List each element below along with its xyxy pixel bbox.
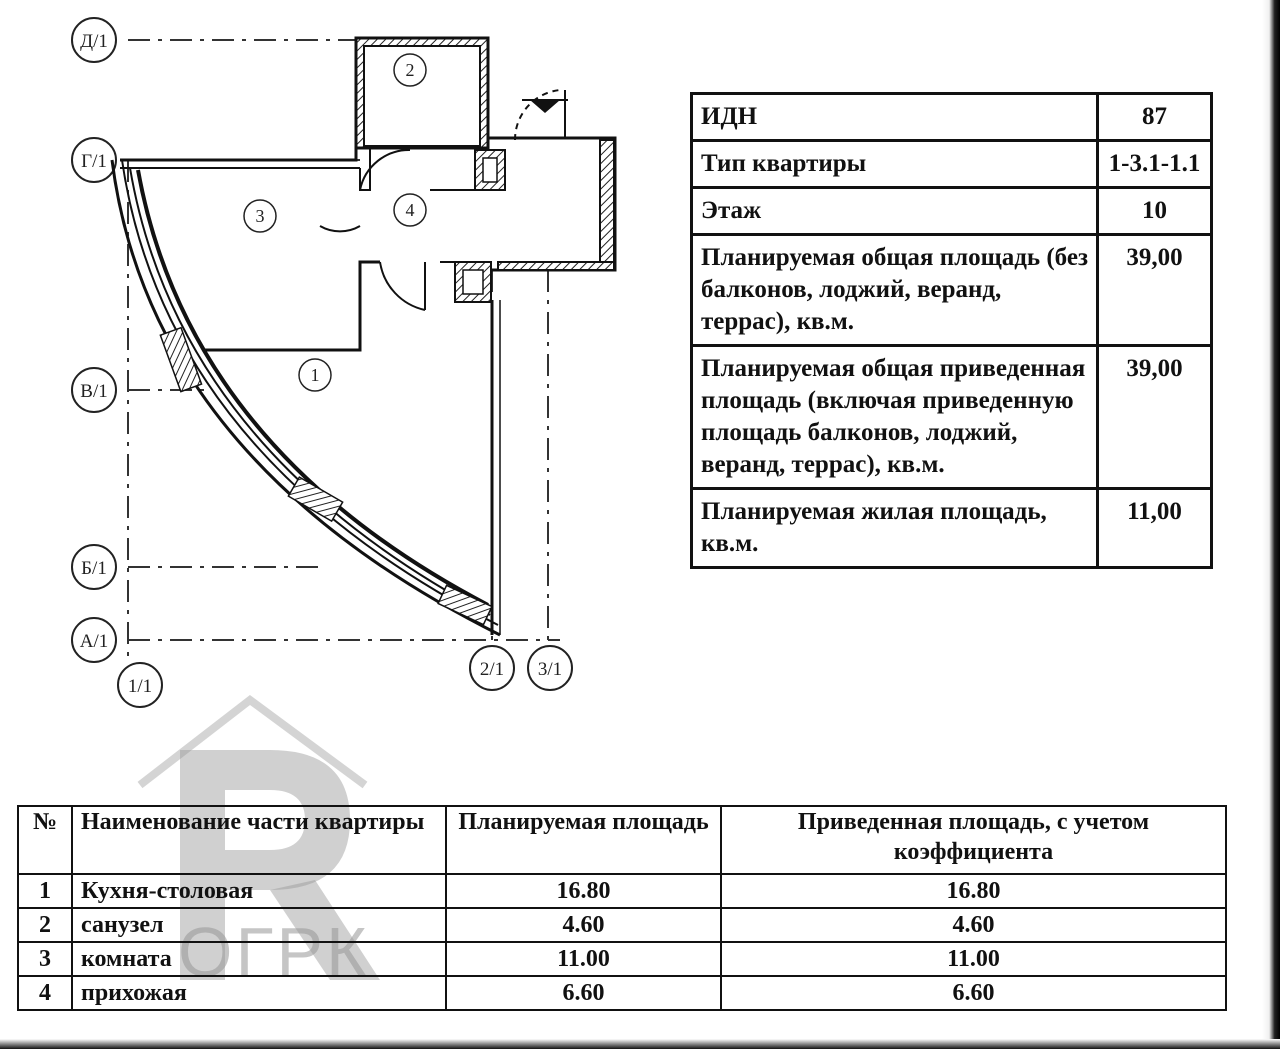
row-reduced-area: 11.00: [720, 941, 1227, 977]
info-row: Планируемая жилая площадь, кв.м. 11,00: [690, 487, 1213, 569]
row-planned-area: 4.60: [445, 907, 722, 943]
row-part-name: прихожая: [71, 975, 447, 1011]
info-value: 39,00: [1096, 233, 1213, 347]
row-part-name: Кухня-столовая: [71, 873, 447, 909]
info-value: 10: [1096, 186, 1213, 236]
row-number: 3: [17, 941, 73, 977]
room-number-4: 4: [406, 200, 415, 220]
header-reduced-area: Приведенная площадь, с учетом коэффициен…: [720, 805, 1227, 875]
table-row: 2 санузел 4.60 4.60: [17, 907, 1227, 943]
table-header-row: № Наименование части квартиры Планируема…: [17, 805, 1227, 875]
axis-label-a: А/1: [80, 631, 109, 652]
row-reduced-area: 4.60: [720, 907, 1227, 943]
room-number-3: 3: [256, 206, 265, 226]
room-number-1: 1: [311, 365, 320, 385]
header-planned-area: Планируемая площадь: [445, 805, 722, 875]
row-reduced-area: 16.80: [720, 873, 1227, 909]
apartment-info-table: ИДН 87 Тип квартиры 1-3.1-1.1 Этаж 10 Пл…: [690, 92, 1213, 569]
info-label: Планируемая жилая площадь, кв.м.: [690, 487, 1099, 569]
info-label: Тип квартиры: [690, 139, 1099, 189]
info-value: 39,00: [1096, 344, 1213, 490]
info-label: ИДН: [690, 92, 1099, 142]
row-part-name: санузел: [71, 907, 447, 943]
info-label: Планируемая общая приведенная площадь (в…: [690, 344, 1099, 490]
info-row: Планируемая общая приведенная площадь (в…: [690, 344, 1213, 490]
info-row: Планируемая общая площадь (без балконов,…: [690, 233, 1213, 347]
header-number: №: [17, 805, 73, 875]
scan-edge-bottom: [0, 1039, 1280, 1049]
axis-label-g: Г/1: [81, 151, 107, 172]
table-row: 3 комната 11.00 11.00: [17, 941, 1227, 977]
info-row: Этаж 10: [690, 186, 1213, 236]
row-number: 4: [17, 975, 73, 1011]
info-value: 1-3.1-1.1: [1096, 139, 1213, 189]
row-reduced-area: 6.60: [720, 975, 1227, 1011]
table-row: 1 Кухня-столовая 16.80 16.80: [17, 873, 1227, 909]
floor-plan: Д/1 Г/1 В/1 Б/1 А/1 1/1 2/1 3/1: [71, 17, 617, 708]
scan-edge-right: [1262, 0, 1280, 1049]
info-row: ИДН 87: [690, 92, 1213, 142]
row-planned-area: 6.60: [445, 975, 722, 1011]
header-part-name: Наименование части квартиры: [71, 805, 447, 875]
apartment-parts-table: № Наименование части квартиры Планируема…: [17, 805, 1227, 1011]
axis-label-d: Д/1: [80, 31, 108, 52]
table-row: 4 прихожая 6.60 6.60: [17, 975, 1227, 1011]
axis-label-b: Б/1: [81, 558, 107, 579]
room-number-2: 2: [406, 60, 415, 80]
row-planned-area: 16.80: [445, 873, 722, 909]
row-planned-area: 11.00: [445, 941, 722, 977]
axis-label-3: 3/1: [538, 659, 562, 680]
axis-label-2: 2/1: [480, 659, 504, 680]
axis-label-1: 1/1: [128, 676, 152, 697]
info-label: Планируемая общая площадь (без балконов,…: [690, 233, 1099, 347]
row-part-name: комната: [71, 941, 447, 977]
axis-label-v: В/1: [80, 381, 107, 402]
info-label: Этаж: [690, 186, 1099, 236]
row-number: 1: [17, 873, 73, 909]
info-value: 87: [1096, 92, 1213, 142]
row-number: 2: [17, 907, 73, 943]
info-row: Тип квартиры 1-3.1-1.1: [690, 139, 1213, 189]
info-value: 11,00: [1096, 487, 1213, 569]
